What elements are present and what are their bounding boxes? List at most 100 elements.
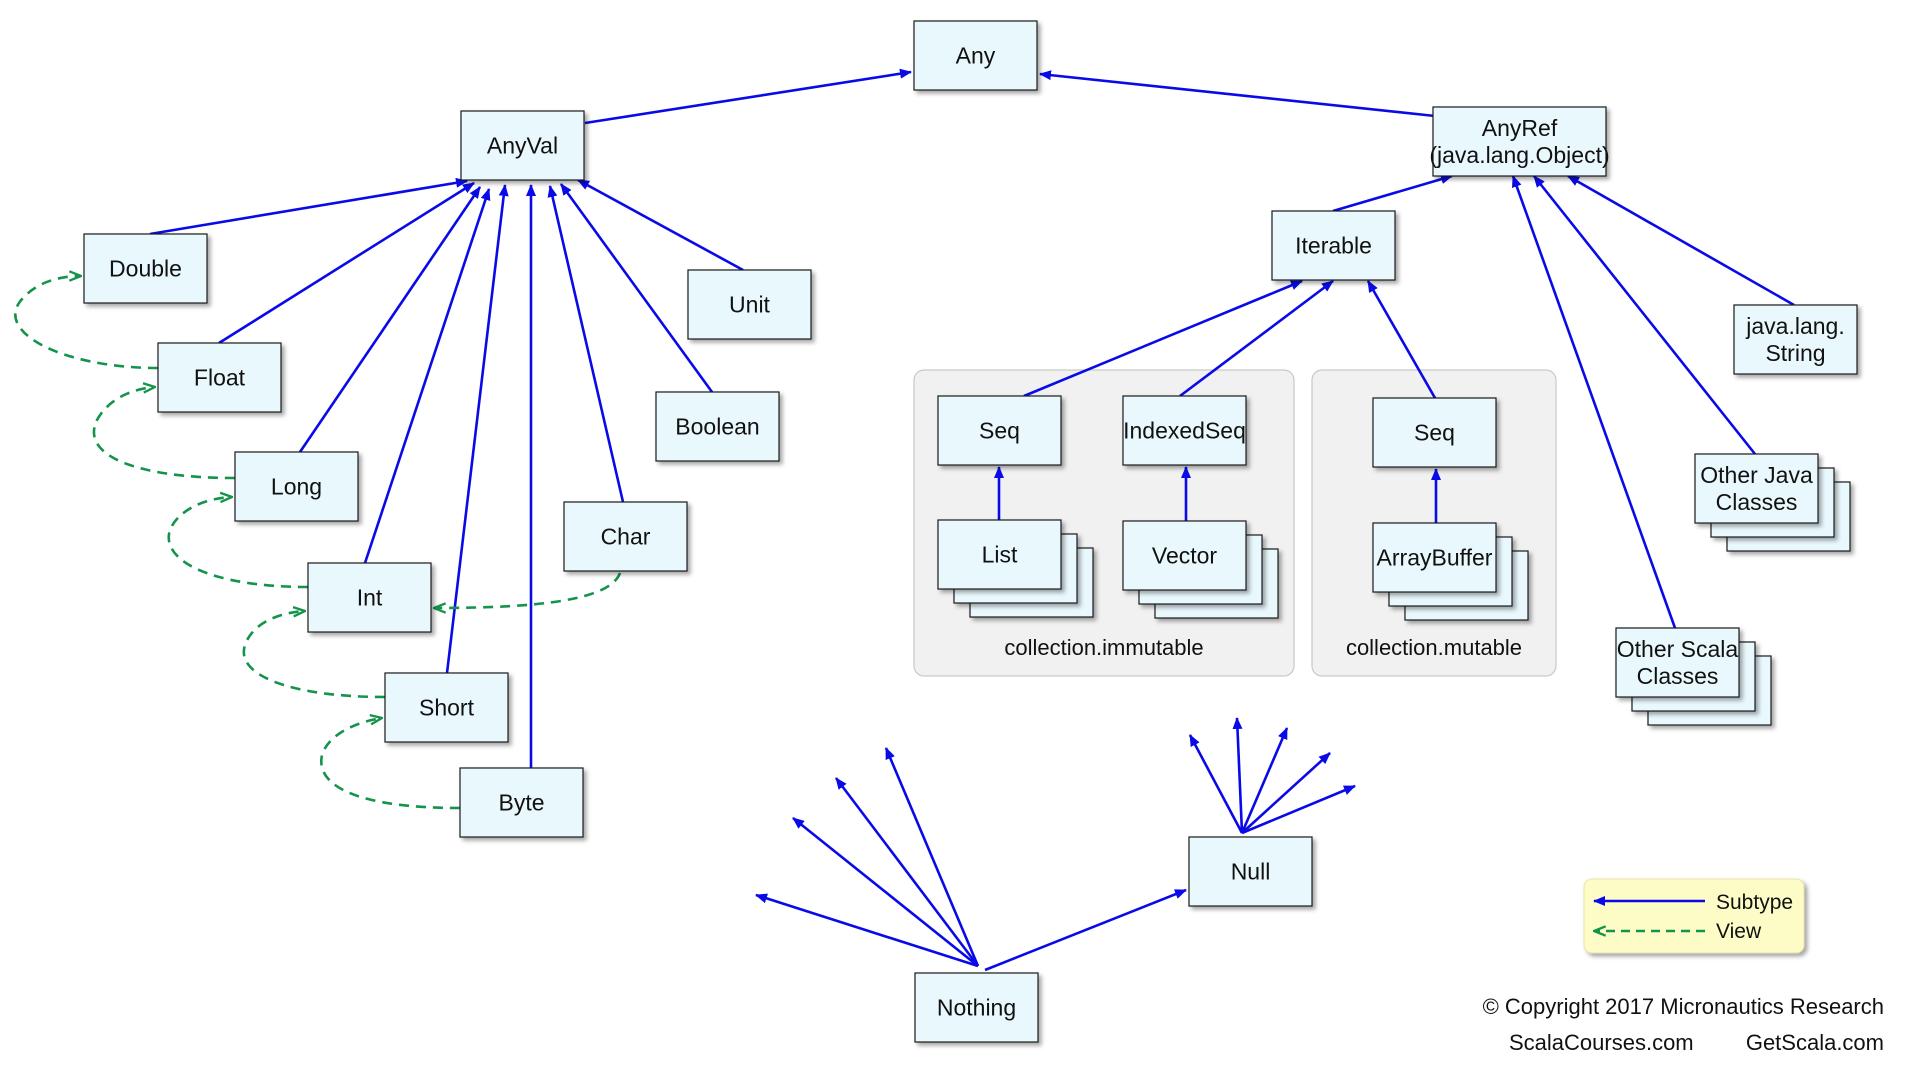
node-label: Byte <box>498 790 544 816</box>
node-label: Seq <box>1414 420 1455 446</box>
legend: Subtype View <box>1583 878 1805 954</box>
node-label: Int <box>357 585 383 611</box>
node-box <box>563 501 688 572</box>
node-label: Short <box>419 695 475 721</box>
node-boolean: Boolean <box>655 391 780 462</box>
node-label: java.lang. <box>1745 313 1844 339</box>
node-label: Float <box>194 365 246 391</box>
node-indexedseq: IndexedSeq <box>1122 395 1247 466</box>
node-seq-mutable: Seq <box>1372 397 1497 468</box>
subtype-edge-indexedseq-to-iterable <box>1179 279 1334 398</box>
node-label: Nothing <box>937 995 1016 1021</box>
scalacourses-link[interactable]: ScalaCourses.com <box>1509 1030 1694 1055</box>
node-box <box>937 519 1062 590</box>
node-null: Null <box>1188 836 1313 907</box>
node-label: AnyRef <box>1482 115 1558 141</box>
subtype-edge-other-java-classes-to-anyref <box>1532 175 1757 455</box>
node-box <box>1432 106 1607 177</box>
subtype-edge-short-to-anyval <box>445 184 509 674</box>
node-label: Long <box>271 474 322 500</box>
legend-subtype-label: Subtype <box>1716 891 1793 914</box>
node-label: IndexedSeq <box>1123 418 1246 444</box>
node-java-lang-string: java.lang.String <box>1733 304 1858 375</box>
node-label: Vector <box>1152 543 1218 569</box>
node-nothing: Nothing <box>914 972 1039 1043</box>
copyright-text: © Copyright 2017 Micronautics Research <box>1483 994 1884 1019</box>
node-arraybuffer: ArrayBuffer <box>1372 522 1529 621</box>
subtype-edge-float-to-anyval <box>218 181 475 345</box>
node-anyval: AnyVal <box>460 110 585 181</box>
node-label: String <box>1765 340 1825 366</box>
nothing-subtype-arrow <box>884 747 980 967</box>
subtype-edge-iterable-to-anyref <box>1332 174 1453 213</box>
subtype-edge-seq-mutable-to-iterable <box>1366 280 1437 399</box>
node-box <box>1733 304 1858 375</box>
node-seq-immutable: Seq <box>937 395 1062 466</box>
node-box <box>1122 395 1247 466</box>
node-box <box>1188 836 1313 907</box>
node-char: Char <box>563 501 688 572</box>
node-label: Other Java <box>1700 462 1813 488</box>
node-box <box>1372 522 1497 593</box>
subtype-edge-double-to-anyval <box>149 177 468 236</box>
node-long: Long <box>234 451 359 522</box>
node-label: (java.lang.Object) <box>1429 142 1609 168</box>
node-anyref: AnyRef(java.lang.Object) <box>1429 106 1610 177</box>
node-list: List <box>937 519 1094 618</box>
node-box <box>1615 627 1740 698</box>
subtype-edge-java-lang-string-to-anyref <box>1567 174 1795 307</box>
null-subtype-arrow <box>1240 727 1289 834</box>
node-unit: Unit <box>687 269 812 340</box>
view-edge-long-to-float <box>92 387 236 480</box>
node-box <box>914 972 1039 1043</box>
node-label: Classes <box>1716 489 1798 515</box>
node-label: List <box>982 542 1018 568</box>
legend-view-label: View <box>1716 920 1762 943</box>
node-float: Float <box>157 342 282 413</box>
view-edge-char-to-int <box>434 572 622 608</box>
node-label: Iterable <box>1295 233 1372 259</box>
node-short: Short <box>384 672 509 743</box>
nothing-subtype-arrow <box>792 816 979 968</box>
node-label: ArrayBuffer <box>1377 545 1493 571</box>
node-any: Any <box>913 20 1038 91</box>
node-label: Null <box>1231 859 1271 885</box>
node-double: Double <box>83 233 208 304</box>
legend-box <box>1583 878 1805 954</box>
null-subtype-arrow <box>1188 734 1244 834</box>
getscala-link[interactable]: GetScala.com <box>1746 1030 1884 1055</box>
node-label: Other Scala <box>1617 636 1739 662</box>
node-box <box>460 110 585 181</box>
node-label: Double <box>109 256 182 282</box>
subtype-edge-nothing-to-null <box>984 888 1187 972</box>
node-box <box>1271 210 1396 281</box>
node-box <box>1122 520 1247 591</box>
subtype-edge-other-scala-classes-to-anyref <box>1511 175 1677 629</box>
node-box <box>83 233 208 304</box>
node-label: Any <box>956 43 996 69</box>
node-box <box>459 767 584 838</box>
view-edge-short-to-int <box>242 611 386 699</box>
subtype-edge-boolean-to-anyval <box>559 183 714 393</box>
view-edges <box>14 276 622 810</box>
subtype-edge-unit-to-anyval <box>577 178 744 272</box>
node-box <box>234 451 359 522</box>
node-label: Boolean <box>675 414 759 440</box>
node-label: AnyVal <box>487 133 558 159</box>
dangling-arrows <box>755 717 1356 968</box>
null-subtype-arrow <box>1241 784 1356 835</box>
node-box <box>307 562 432 633</box>
nothing-subtype-arrow <box>755 893 979 968</box>
subtype-edge-int-to-anyval <box>363 188 491 564</box>
node-label: Classes <box>1637 663 1719 689</box>
null-subtype-arrow <box>1232 717 1244 834</box>
node-box <box>1694 453 1819 524</box>
null-subtype-arrow <box>1241 752 1331 834</box>
nothing-subtype-arrow <box>834 777 980 967</box>
node-box <box>655 391 780 462</box>
node-label: Char <box>601 524 651 550</box>
